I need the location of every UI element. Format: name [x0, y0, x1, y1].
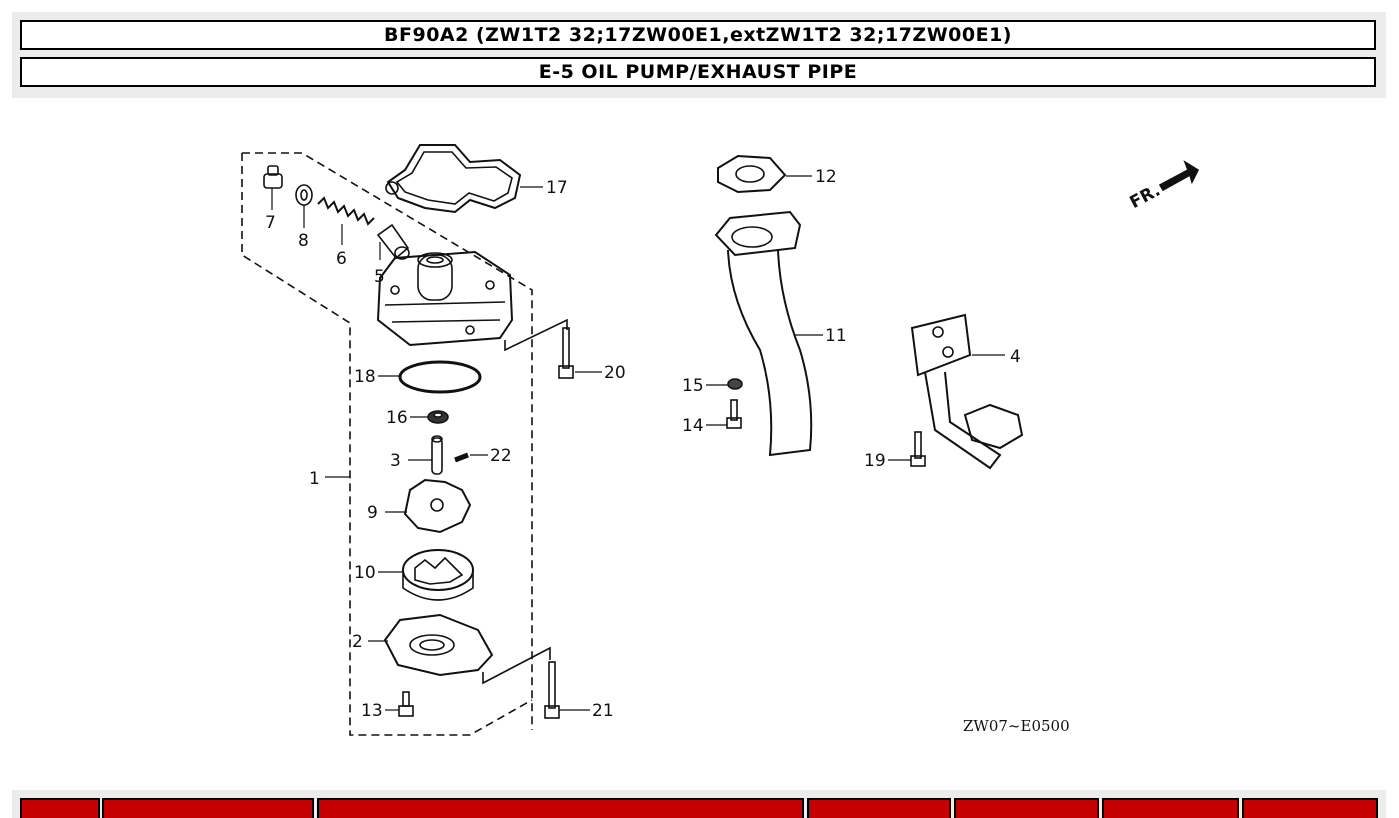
part-17-gasket	[385, 144, 522, 214]
callout-3: 3	[390, 451, 401, 471]
callout-21: 21	[592, 701, 614, 721]
direction-label: FR.	[1127, 181, 1164, 213]
diagram-code: ZW07~E0500	[963, 717, 1070, 735]
table-header-cell	[102, 798, 314, 818]
part-5-valve	[376, 223, 410, 260]
table-header-cell	[317, 798, 804, 818]
assembly-bracket	[241, 152, 533, 736]
callout-19: 19	[864, 451, 886, 471]
page-header: BF90A2 (ZW1T2 32;17ZW00E1,extZW1T2 32;17…	[12, 12, 1386, 98]
callout-6: 6	[336, 249, 347, 269]
bolt-20-bracket	[504, 318, 568, 352]
callout-5: 5	[374, 267, 385, 287]
model-title: BF90A2 (ZW1T2 32;17ZW00E1,extZW1T2 32;17…	[20, 20, 1376, 50]
part-8-washer	[295, 184, 313, 206]
part-3-shaft	[431, 435, 443, 475]
callout-16: 16	[386, 408, 408, 428]
callout-12: 12	[815, 167, 837, 187]
table-header-cell	[954, 798, 1099, 818]
part-7-plug	[263, 165, 283, 189]
parts-diagram: FR. 7 8 6 5 17 12 11 4 15 14 19 18 16 3 …	[241, 144, 1200, 736]
callout-10: 10	[354, 563, 376, 583]
part-6-spring	[317, 196, 375, 226]
callout-8: 8	[298, 231, 309, 251]
callout-1: 1	[309, 469, 320, 489]
part-pump-body	[376, 250, 514, 347]
leader-lines	[271, 175, 1005, 711]
part-21-bolt	[544, 661, 560, 719]
part-20-bolt	[558, 327, 574, 379]
part-15-nut	[727, 378, 743, 390]
table-header-cell	[20, 798, 100, 818]
part-2-cover	[383, 613, 494, 677]
callout-18: 18	[354, 367, 376, 387]
front-direction-arrow: FR.	[1127, 160, 1200, 213]
callout-22: 22	[490, 446, 512, 466]
callout-4: 4	[1010, 347, 1021, 367]
part-10-outer-rotor	[402, 549, 474, 601]
part-11-exhaust-pipe	[714, 210, 813, 457]
table-header-cell	[807, 798, 951, 818]
parts-table-header	[12, 790, 1386, 818]
part-4-strainer	[910, 313, 1024, 470]
callout-13: 13	[361, 701, 383, 721]
part-19-bolt	[910, 431, 926, 467]
bolt-21-bracket	[482, 646, 551, 685]
callout-14: 14	[682, 416, 704, 436]
part-13-bolt	[398, 691, 414, 717]
part-9-inner-rotor	[403, 478, 472, 534]
callout-2: 2	[352, 632, 363, 652]
callout-7: 7	[265, 213, 276, 233]
part-18-o-ring	[398, 360, 482, 394]
part-22-pin	[454, 452, 469, 463]
callout-20: 20	[604, 363, 626, 383]
part-16-washer	[427, 410, 449, 424]
callout-11: 11	[825, 326, 847, 346]
callout-labels: 7 8 6 5 17 12 11 4 15 14 19 18 16 3 22 1…	[265, 167, 1021, 721]
section-title: E-5 OIL PUMP/EXHAUST PIPE	[20, 57, 1376, 87]
callout-15: 15	[682, 376, 704, 396]
callout-9: 9	[367, 503, 378, 523]
table-header-cell	[1102, 798, 1239, 818]
table-header-cell	[1242, 798, 1378, 818]
callout-17: 17	[546, 178, 568, 198]
part-12-gasket	[717, 154, 787, 194]
part-14-bolt	[726, 399, 742, 429]
